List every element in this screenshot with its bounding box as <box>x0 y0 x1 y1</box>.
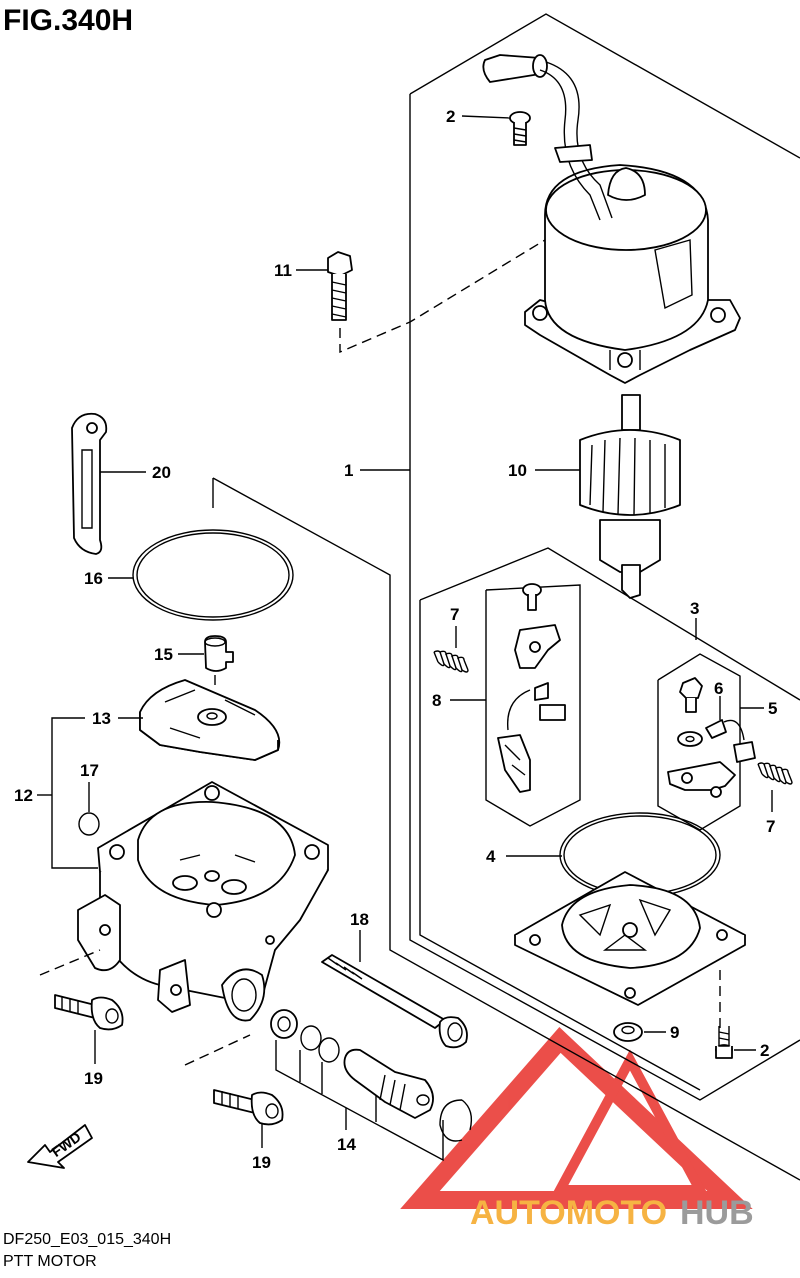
assembly-outline-top <box>409 13 800 159</box>
callout-5: 5 <box>768 699 777 718</box>
callout-10: 10 <box>508 461 527 480</box>
leader-2-top <box>461 115 511 119</box>
brush-box-top <box>419 547 800 701</box>
callout-19-lower: 19 <box>252 1153 271 1172</box>
bolt-19-upper <box>54 994 124 1031</box>
callout-11: 11 <box>274 261 292 280</box>
o-ring-16 <box>132 529 294 621</box>
callout-15: 15 <box>154 645 173 664</box>
callout-17: 17 <box>80 761 99 780</box>
callout-13: 13 <box>92 709 111 728</box>
plate-13 <box>139 679 281 761</box>
callouts: 2 11 1 10 20 16 15 13 12 17 3 7 8 6 5 7 <box>14 107 777 1172</box>
callout-2-top: 2 <box>446 107 455 126</box>
screw-2-top <box>509 111 531 146</box>
spring-7-right <box>757 762 793 785</box>
brush-sub-box-8 <box>485 584 581 827</box>
bolt-19-upper-axis <box>39 949 101 976</box>
callout-2-bottom: 2 <box>760 1041 769 1060</box>
callout-9: 9 <box>670 1023 679 1042</box>
retainer-strap-20 <box>71 412 108 555</box>
callout-8: 8 <box>432 691 441 710</box>
bolt-11 <box>327 251 353 321</box>
bolt-18 <box>321 954 468 1049</box>
callout-18: 18 <box>350 910 369 929</box>
callout-6: 6 <box>714 679 723 698</box>
watermark-text-1: AUTOMOTO <box>470 1194 667 1232</box>
brush-holder-5 <box>667 677 756 798</box>
watermark-text-2: HUB <box>680 1194 754 1232</box>
bolt-19-lower <box>213 1089 284 1126</box>
valve-15 <box>204 635 234 672</box>
brush-sub-box-5 <box>657 653 741 831</box>
callout-4: 4 <box>486 847 496 866</box>
callout-1: 1 <box>344 461 353 480</box>
watermark-logo: AUTOMOTO HUB <box>400 1027 754 1232</box>
washer-9 <box>613 1022 643 1042</box>
figure-title: FIG.340H <box>3 4 133 37</box>
callout-12: 12 <box>14 786 33 805</box>
brush-holder-8 <box>497 583 566 793</box>
brush-base-plate <box>514 871 746 1006</box>
pump-body-12 <box>77 781 329 1022</box>
callout-19-upper: 19 <box>84 1069 103 1088</box>
callout-16: 16 <box>84 569 103 588</box>
pump-group-outline <box>212 477 800 1181</box>
assembly-outline-side <box>409 94 800 1101</box>
o-ring-17 <box>78 812 100 836</box>
callout-14: 14 <box>337 1135 356 1154</box>
callout-3: 3 <box>690 599 699 618</box>
bolt-11-axis <box>339 239 546 354</box>
group-14-bracket <box>275 1040 444 1162</box>
assembly-outline-inner <box>419 600 701 1091</box>
spring-7-left <box>433 650 469 673</box>
callout-7-right: 7 <box>766 817 775 836</box>
callout-20: 20 <box>152 463 171 482</box>
valve-assembly-14 <box>270 1009 473 1142</box>
figure-name: PTT MOTOR <box>3 1253 97 1270</box>
figure-code: DF250_E03_015_340H <box>3 1231 171 1248</box>
motor-lead-wires <box>482 54 613 221</box>
armature-10 <box>579 394 681 599</box>
callout-7-left: 7 <box>450 605 459 624</box>
motor-housing <box>524 164 741 384</box>
bolt-19-lower-axis <box>184 1034 251 1066</box>
screw-2-bottom <box>715 1026 733 1059</box>
leader-12-bracket <box>51 717 98 869</box>
fwd-direction-arrow: FWD <box>27 1124 93 1169</box>
